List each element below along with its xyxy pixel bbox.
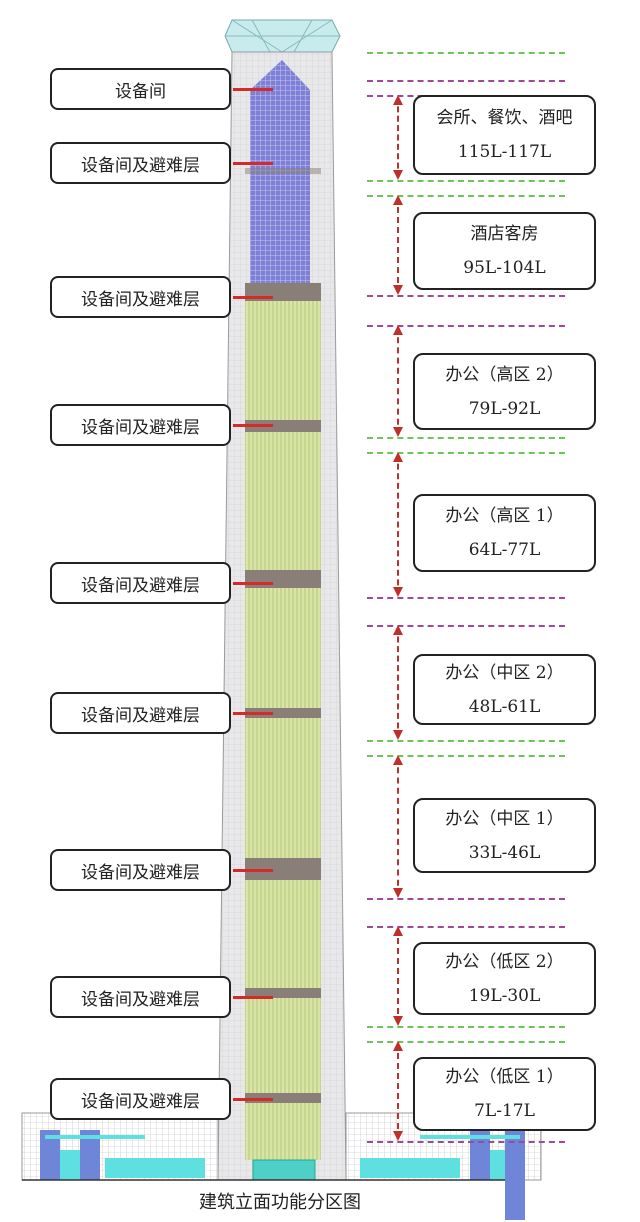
zone-boundary-purple [367,597,565,599]
tower-crown [224,19,341,53]
zone-name: 办公（低区 2） [445,951,564,972]
zone-boundary-green [367,1026,565,1028]
zone-span-arrow [393,195,403,295]
zone-floors: 115L-117L [457,142,552,162]
zone-boundary-green [367,452,565,454]
zone-floors: 7L-17L [474,1101,535,1121]
equipment-floor-label: 设备间及避难层 [50,142,231,184]
equipment-floor-label: 设备间及避难层 [50,692,231,734]
office-core [245,285,321,1160]
zone-span-arrow [393,926,403,1026]
zone-floors: 79L-92L [468,398,541,419]
zone-name: 办公（中区 1） [445,808,564,829]
leader-line [233,582,273,585]
zone-span-arrow [393,325,403,437]
zone-label: 办公（高区 1） 64L-77L [413,494,596,572]
zone-boundary-green [367,52,565,54]
zone-floors: 48L-61L [468,696,541,717]
zone-floors: 64L-77L [468,540,541,560]
zone-span-arrow [393,95,403,180]
zone-boundary-green [367,437,565,439]
refuge-floor-band [245,570,321,588]
zone-span-arrow [393,755,403,898]
leader-line [233,424,273,427]
refuge-floor-band [245,988,321,998]
diagram-caption: 建筑立面功能分区图 [199,1192,361,1213]
zone-label: 会所、餐饮、酒吧 115L-117L [413,95,596,175]
zone-name: 酒店客房 [470,224,539,244]
equipment-floor-label: 设备间及避难层 [50,404,231,446]
zone-boundary-green [367,1041,565,1043]
leader-line [233,88,273,91]
leader-line [233,1098,273,1101]
refuge-floor-band [245,168,321,174]
zone-label: 办公（中区 1） 33L-46L [413,798,596,873]
zone-boundary-purple [367,898,565,900]
zone-label: 酒店客房 95L-104L [413,212,596,290]
zone-span-arrow [393,625,403,740]
zone-name: 办公（高区 2） [445,364,564,385]
refuge-floor-band [245,708,321,718]
zone-boundary-green [367,195,565,197]
equipment-floor-label: 设备间及避难层 [50,976,231,1018]
refuge-floor-band [245,1093,321,1103]
zone-boundary-purple [367,625,565,627]
zone-boundary-green [367,740,565,742]
zone-floors: 19L-30L [468,985,541,1006]
equipment-floor-label: 设备间 [50,68,231,110]
zone-label: 办公（中区 2） 48L-61L [413,654,596,725]
zone-label: 办公（高区 2） 79L-92L [413,353,596,430]
equipment-floor-label: 设备间及避难层 [50,562,231,604]
equipment-floor-label: 设备间及避难层 [50,276,231,318]
leader-line [233,296,273,299]
zone-name: 会所、餐饮、酒吧 [436,108,573,128]
zone-floors: 95L-104L [463,258,546,278]
zone-boundary-purple [367,295,565,297]
zone-boundary-purple [367,325,565,327]
zone-boundary-purple [367,926,565,928]
zone-boundary-purple [367,1141,565,1143]
equipment-floor-label: 设备间及避难层 [50,1078,231,1120]
refuge-floor-band [245,858,321,880]
zone-label: 办公（低区 2） 19L-30L [413,942,596,1015]
zone-floors: 33L-46L [468,842,541,863]
zone-boundary-green [367,755,565,757]
zone-name: 办公（高区 1） [445,506,564,526]
leader-line [233,869,273,872]
leader-line [233,712,273,715]
leader-line [233,996,273,999]
refuge-floor-band [245,420,321,432]
zone-span-arrow [393,452,403,597]
zone-name: 办公（低区 1） [445,1067,564,1087]
zone-span-arrow [393,1041,403,1141]
leader-line [233,162,273,165]
podium-left [21,1112,219,1181]
tower-entrance [252,1159,316,1181]
zone-boundary-purple [367,80,565,82]
zone-name: 办公（中区 2） [445,662,564,683]
zone-boundary-green [367,180,565,182]
equipment-floor-label: 设备间及避难层 [50,849,231,891]
zone-label: 办公（低区 1） 7L-17L [413,1057,596,1131]
